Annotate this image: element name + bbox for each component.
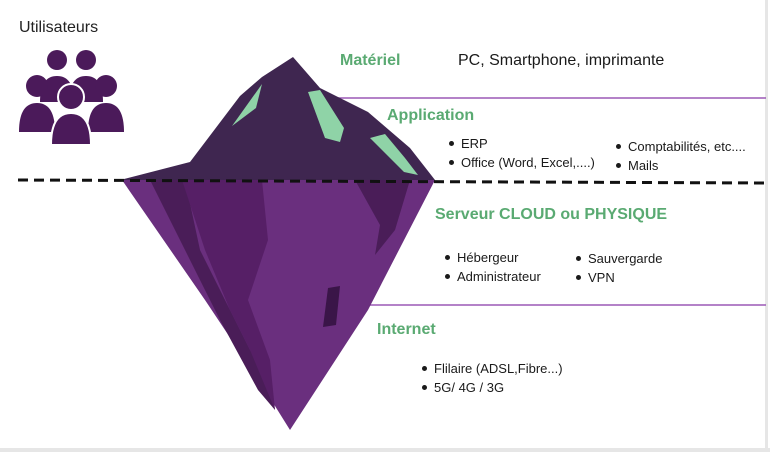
list-item: Sauvergarde	[574, 249, 662, 268]
internet-list: Flilaire (ADSL,Fibre...) 5G/ 4G / 3G	[420, 359, 563, 397]
users-label: Utilisateurs	[19, 19, 99, 36]
list-item: Administrateur	[443, 267, 541, 286]
list-item: Mails	[614, 156, 746, 175]
materiel-title: Matériel	[340, 52, 401, 69]
list-item: Hébergeur	[443, 248, 541, 267]
serveur-list-right: Sauvergarde VPN	[574, 249, 662, 287]
list-item: Comptabilités, etc....	[614, 137, 746, 156]
serveur-list-left: Hébergeur Administrateur	[443, 248, 541, 286]
waterline	[17, 178, 767, 185]
users-group-icon	[19, 50, 124, 146]
application-list-left: ERP Office (Word, Excel,....)	[447, 134, 595, 172]
materiel-text: PC, Smartphone, imprimante	[458, 52, 665, 69]
serveur-title: Serveur CLOUD ou PHYSIQUE	[435, 206, 668, 223]
list-item: VPN	[574, 268, 662, 287]
frame-right-edge	[765, 0, 768, 452]
application-list-right: Comptabilités, etc.... Mails	[614, 137, 746, 175]
frame-bottom-edge	[0, 448, 770, 452]
iceberg-tip	[120, 57, 435, 180]
list-item: Office (Word, Excel,....)	[447, 153, 595, 172]
list-item: 5G/ 4G / 3G	[420, 378, 563, 397]
list-item: ERP	[447, 134, 595, 153]
internet-title: Internet	[377, 321, 436, 338]
list-item: Flilaire (ADSL,Fibre...)	[420, 359, 563, 378]
iceberg-underwater	[122, 180, 435, 430]
application-title: Application	[387, 107, 475, 124]
